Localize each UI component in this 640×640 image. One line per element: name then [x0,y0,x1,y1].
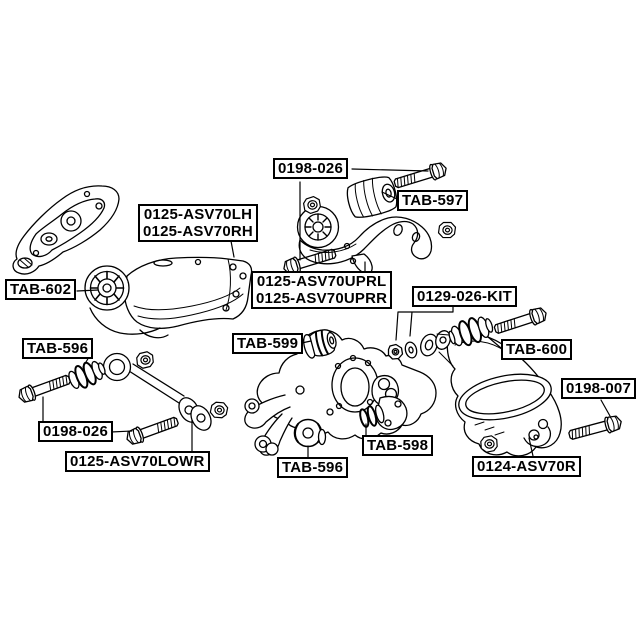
leader-lines [42,168,611,458]
part-label-0198-007: 0198-007 [561,378,636,399]
part-label-0198-026-left: 0198-026 [38,421,113,442]
part-label-tab-599: TAB-599 [232,333,304,354]
part-label-tab-598: TAB-598 [362,435,434,456]
part-label-tab-600: TAB-600 [501,339,573,360]
part-label-0125-asv70uprl-uprr: 0125-ASV70UPRL 0125-ASV70UPRR [251,271,393,309]
adjust-arm-boot-part [448,316,494,347]
part-number: 0198-026 [43,423,108,440]
part-number: 0129-026-KIT [417,288,512,305]
part-label-tab-597: TAB-597 [397,190,469,211]
bolt-0198-026-rod-left [15,370,73,406]
part-number: TAB-602 [10,281,72,298]
bolt-0198-007 [566,413,624,444]
bolt-0198-026-rod-right [123,412,181,448]
part-number: TAB-599 [237,335,299,352]
knuckle-bracket-bushing-part [359,404,385,428]
lateral-rod-part [102,352,212,431]
part-label-0125-asv70lh-rh: 0125-ASV70LH 0125-ASV70RH [138,204,258,242]
bolt-0198-026-upper [391,159,450,193]
nut-spring-arm [479,434,499,454]
part-number: 0125-ASV70LH [143,206,253,223]
trailing-arm-part [89,256,253,339]
part-label-0124-asv70r: 0124-ASV70R [472,456,581,477]
part-number: TAB-598 [367,437,429,454]
nut-upper-arm-rear [437,220,457,240]
bolt-0129-026-kit [492,304,550,338]
trailing-arm-bushing-part [84,265,130,311]
part-label-0198-026-top: 0198-026 [273,158,348,179]
part-label-0125-asv70lowr: 0125-ASV70LOWR [65,451,210,472]
part-number: 0125-ASV70RH [143,223,253,240]
body-side-bracket-part [12,185,120,275]
nut-lateral-rod-right [208,399,230,421]
rear-spring-arm-part [420,330,562,457]
nut-lateral-rod-left [135,350,155,370]
part-label-0129-026-kit: 0129-026-KIT [412,286,517,307]
part-number: 0198-026 [278,160,343,177]
part-number: 0124-ASV70R [477,458,576,475]
part-number: 0125-ASV70LOWR [70,453,205,470]
part-label-tab-596-left: TAB-596 [22,338,94,359]
part-label-tab-596-bottom: TAB-596 [277,457,349,478]
part-number: TAB-600 [506,341,568,358]
upper-arm-bushing-part [346,176,398,218]
part-label-tab-602: TAB-602 [5,279,77,300]
part-number: TAB-596 [27,340,89,357]
part-number: TAB-596 [282,459,344,476]
knuckle-upper-bushing-part [303,329,337,359]
part-number: 0198-007 [566,380,631,397]
camber-adjust-washers-part [387,341,418,360]
knuckle-lower-bushing-part [293,418,327,448]
lateral-rod-boot-part [68,360,106,389]
part-number: TAB-597 [402,192,464,209]
part-number: 0125-ASV70UPRR [256,290,388,307]
part-number: 0125-ASV70UPRL [256,273,387,290]
